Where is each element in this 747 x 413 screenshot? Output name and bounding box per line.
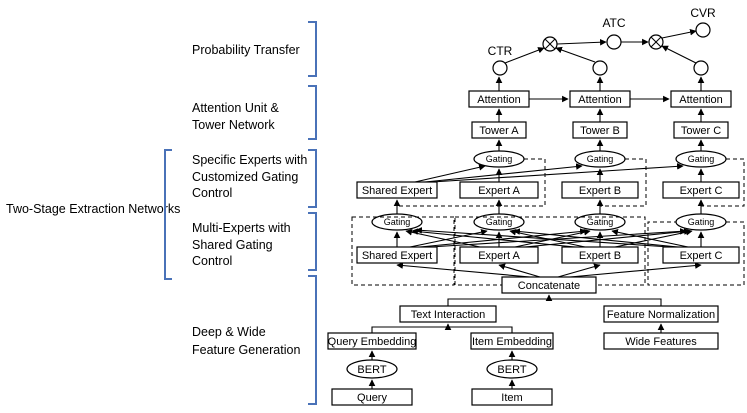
atc-prob-node xyxy=(592,60,608,76)
two-stage-label: Two-Stage Extraction Networks xyxy=(6,202,180,216)
cvr-prob-node xyxy=(693,60,709,76)
specific-experts-brace xyxy=(308,149,317,208)
query-input-label: Query xyxy=(357,392,387,404)
atc-output-node xyxy=(606,34,622,50)
tower-c-label: Tower C xyxy=(681,125,721,137)
cvr-label: CVR xyxy=(690,6,716,20)
attention-c-label: Attention xyxy=(679,94,722,106)
expert-b-top-label: Expert B xyxy=(579,185,621,197)
gating-low-a-label: Gating xyxy=(486,217,513,227)
attention-unit-label-2: Tower Network xyxy=(192,118,275,132)
expert-c-top-label: Expert C xyxy=(680,185,723,197)
multi-experts-label-1: Multi-Experts with xyxy=(192,221,291,235)
gating-top-b-label: Gating xyxy=(587,154,614,164)
wide-features-label: Wide Features xyxy=(625,336,697,348)
multi-experts-label-3: Control xyxy=(192,254,232,268)
cvr-output-node xyxy=(695,22,711,38)
probability-transfer-label: Probability Transfer xyxy=(192,43,300,57)
expert-a-low-label: Expert A xyxy=(478,250,520,262)
gating-top-c-label: Gating xyxy=(688,154,715,164)
expert-c-group-dashed-box xyxy=(647,221,745,286)
multi-experts-brace xyxy=(308,212,317,271)
item-input-label: Item xyxy=(501,392,522,404)
probability-transfer-brace xyxy=(308,21,317,77)
gating-low-b-label: Gating xyxy=(587,217,614,227)
bert-item-label: BERT xyxy=(497,364,526,376)
two-stage-brace xyxy=(164,149,172,280)
gating-low-shared-label: Gating xyxy=(384,217,411,227)
shared-expert-low-label: Shared Expert xyxy=(362,250,432,262)
specific-experts-label-1: Specific Experts with xyxy=(192,153,307,167)
attention-unit-label-1: Attention Unit & xyxy=(192,101,280,115)
multiply-node-1-icon xyxy=(542,36,558,52)
gating-top-c-dashed-link xyxy=(700,158,745,207)
tower-a-label: Tower A xyxy=(479,125,519,137)
attention-b-label: Attention xyxy=(578,94,621,106)
concatenate-box xyxy=(501,276,597,294)
attention-a-label: Attention xyxy=(477,94,520,106)
concatenate-label: Concatenate xyxy=(518,280,580,292)
deep-wide-label-1: Deep & Wide xyxy=(192,325,266,339)
feature-normalization-label: Feature Normalization xyxy=(607,309,715,321)
text-interaction-label: Text Interaction xyxy=(411,309,486,321)
tower-b-label: Tower B xyxy=(580,125,620,137)
shared-group-dashed-box xyxy=(351,216,455,286)
specific-experts-label-2: Customized Gating xyxy=(192,170,298,184)
multi-experts-label-2: Shared Gating xyxy=(192,238,273,252)
ctr-output-node xyxy=(492,60,508,76)
gating-top-a-label: Gating xyxy=(486,154,513,164)
expert-b-low-label: Expert B xyxy=(579,250,621,262)
item-embedding-label: Item Embedding xyxy=(472,336,552,348)
expert-to-gating-connections xyxy=(393,227,705,248)
atc-label: ATC xyxy=(602,16,625,30)
query-embedding-label: Query Embedding xyxy=(328,336,417,348)
bert-query-label: BERT xyxy=(357,364,386,376)
gating-low-c-label: Gating xyxy=(688,217,715,227)
expert-a-top-label: Expert A xyxy=(478,185,520,197)
deep-wide-brace xyxy=(308,275,317,405)
ctr-label: CTR xyxy=(488,44,513,58)
shared-expert-top-label: Shared Expert xyxy=(362,185,432,197)
attention-unit-brace xyxy=(308,85,317,140)
multiply-node-2-icon xyxy=(648,34,664,50)
shared-expert-top-box xyxy=(356,181,438,199)
specific-experts-label-3: Control xyxy=(192,186,232,200)
expert-c-low-label: Expert C xyxy=(680,250,723,262)
deep-wide-label-2: Feature Generation xyxy=(192,343,300,357)
